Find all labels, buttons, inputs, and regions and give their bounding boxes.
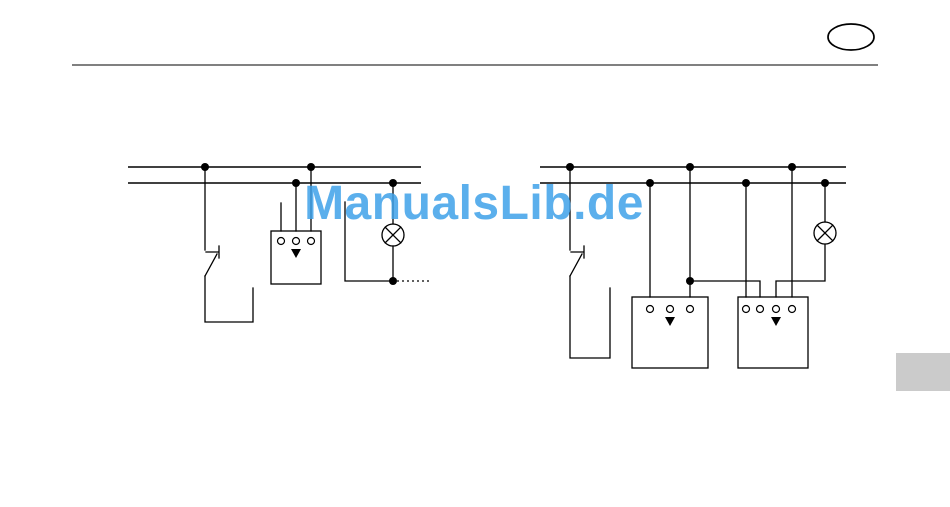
terminal [665,304,675,314]
terminal [306,236,316,246]
extension-unit-box [737,296,809,369]
lamp-return-wire [775,244,826,298]
terminal [741,304,751,314]
lamp-icon-cross [384,226,402,244]
lamp-icon-cross [816,224,834,242]
terminal [276,236,286,246]
terminal [291,236,301,246]
switch-output-wire [204,275,254,323]
lamp-icon [813,221,837,245]
terminal [685,304,695,314]
push-switch-icon [569,245,585,277]
junction-dot [389,179,397,187]
junction-dot [788,163,796,171]
left-wiring-diagram [128,163,430,323]
junction-dot [201,163,209,171]
oval-logo-outline [827,23,875,51]
junction-dot [686,277,694,285]
output-arrow-icon [291,249,301,258]
junction-dot [292,179,300,187]
header-decorations [72,23,878,66]
main-unit-box [631,296,709,369]
right-wiring-diagram [540,163,846,369]
junction-dot [686,163,694,171]
lamp-feed-wire [344,201,394,282]
junction-dot [389,277,397,285]
terminal [645,304,655,314]
junction-dot [742,179,750,187]
output-arrow-icon [665,317,675,326]
junction-dot [821,179,829,187]
switch-output-wire [569,275,611,359]
junction-dot [566,163,574,171]
extension-link-wire [689,280,761,298]
junction-dot [307,163,315,171]
output-arrow-icon [771,317,781,326]
watermark-text: ManualsLib.de [304,177,644,230]
terminal [755,304,765,314]
page-edge-tab [896,353,950,391]
lamp-icon [381,223,405,247]
terminal [787,304,797,314]
junction-dot [646,179,654,187]
terminal [771,304,781,314]
push-switch-icon [204,245,220,277]
